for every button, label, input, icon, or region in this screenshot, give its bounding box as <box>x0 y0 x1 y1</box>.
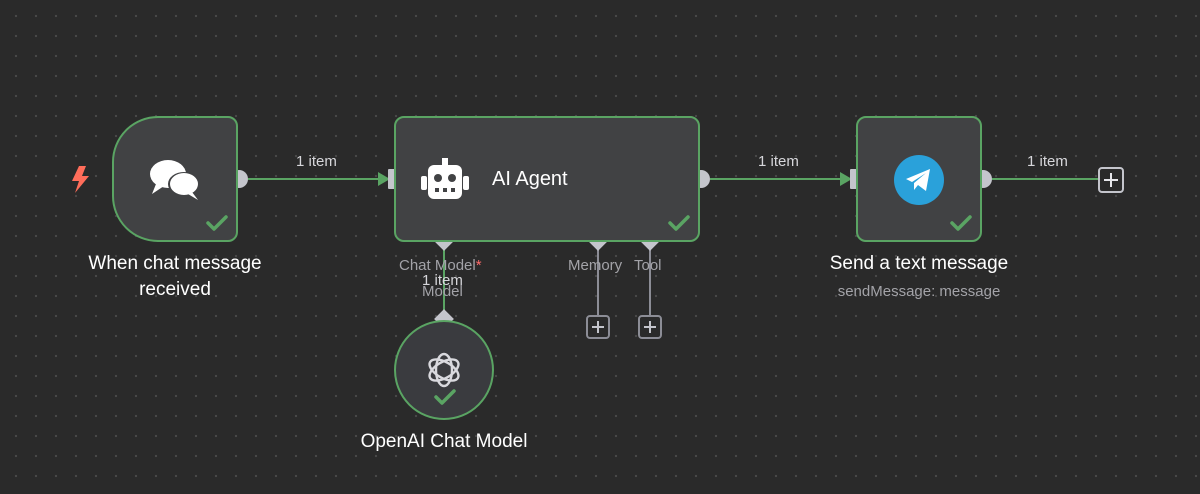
openai-icon <box>428 352 460 388</box>
port-label-model: Model <box>422 283 463 300</box>
edge-label-telegram-out: 1 item <box>1027 153 1068 170</box>
add-next-node-button[interactable] <box>1098 167 1124 193</box>
trigger-bolt-icon <box>72 166 89 193</box>
node-openai-chat-model[interactable] <box>394 320 494 420</box>
edge-label-agent-to-telegram: 1 item <box>758 153 799 170</box>
edge-label-model-to-agent: 1 item <box>422 272 463 289</box>
add-memory-button[interactable] <box>586 315 610 339</box>
success-check-icon <box>668 215 690 231</box>
node-sublabel-telegram: sendMessage: message <box>837 283 1001 300</box>
success-check-icon <box>434 389 456 405</box>
success-check-icon <box>206 215 228 231</box>
port-label-memory: Memory <box>568 257 623 274</box>
edge-label-trigger-to-agent: 1 item <box>296 153 337 170</box>
node-label-openai-chat-model: OpenAI Chat Model <box>360 431 528 452</box>
robot-icon <box>421 158 469 199</box>
success-check-icon <box>950 215 972 231</box>
node-telegram[interactable] <box>856 116 982 242</box>
edge-arrow-icon <box>378 172 390 186</box>
node-label-chat-trigger: When chat message received <box>88 253 262 300</box>
edge-arrow-icon <box>840 172 852 186</box>
port-label-tool: Tool <box>634 257 662 274</box>
chat-bubbles-icon <box>150 160 200 200</box>
telegram-icon <box>894 155 944 205</box>
port-label-chat-model: Chat Model* <box>399 257 482 274</box>
node-ai-agent[interactable]: AI Agent <box>394 116 700 242</box>
node-label-telegram: Send a text message <box>829 253 1009 274</box>
add-tool-button[interactable] <box>638 315 662 339</box>
node-label-ai-agent: AI Agent <box>492 168 568 190</box>
node-chat-trigger[interactable] <box>112 116 238 242</box>
